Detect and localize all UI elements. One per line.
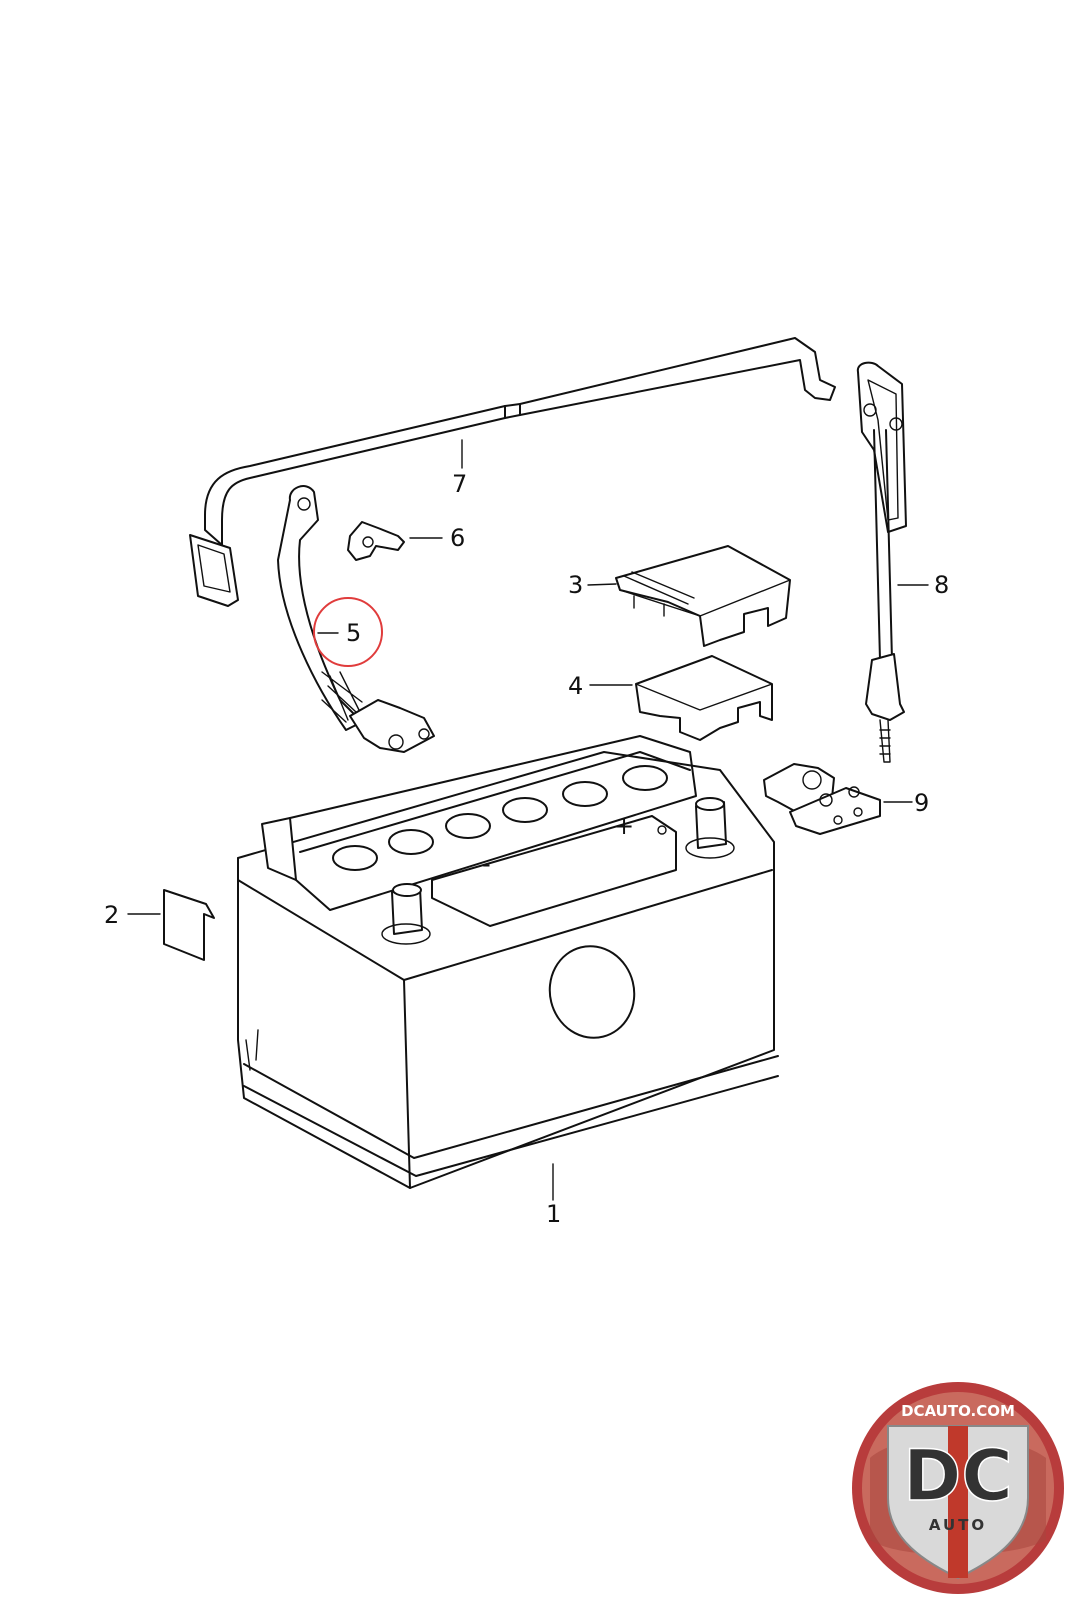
callout-1: 1 xyxy=(546,1200,561,1228)
callout-2: 2 xyxy=(104,901,119,929)
nut xyxy=(347,521,443,561)
callout-4: 4 xyxy=(568,672,583,700)
clamp-rod xyxy=(856,361,929,763)
logo-url: DCAUTO.COM xyxy=(901,1402,1015,1420)
callout-6: 6 xyxy=(450,524,465,552)
positive-mark: + xyxy=(614,812,634,840)
highlight-circle xyxy=(313,597,383,667)
cell-caps xyxy=(332,765,668,871)
callout-9: 9 xyxy=(914,789,929,817)
callout-3: 3 xyxy=(568,571,583,599)
logo-subtext: AUTO xyxy=(929,1516,987,1534)
terminal-clamp xyxy=(763,763,913,835)
hold-down-strap xyxy=(189,337,836,607)
callout-7: 7 xyxy=(452,470,467,498)
battery-pad xyxy=(127,889,215,961)
dcauto-logo: DCAUTO.COM DC AUTO xyxy=(852,1382,1064,1594)
terminal-cap xyxy=(589,655,773,741)
callout-5: 5 xyxy=(346,619,361,647)
battery: + - xyxy=(237,735,779,1201)
terminal-cover xyxy=(587,545,791,647)
battery-terminals xyxy=(381,797,735,945)
callout-8: 8 xyxy=(934,571,949,599)
logo-monogram: DC xyxy=(903,1435,1012,1517)
callouts: 1 2 3 4 5 6 7 8 9 xyxy=(104,470,949,1228)
negative-mark: - xyxy=(482,850,491,878)
